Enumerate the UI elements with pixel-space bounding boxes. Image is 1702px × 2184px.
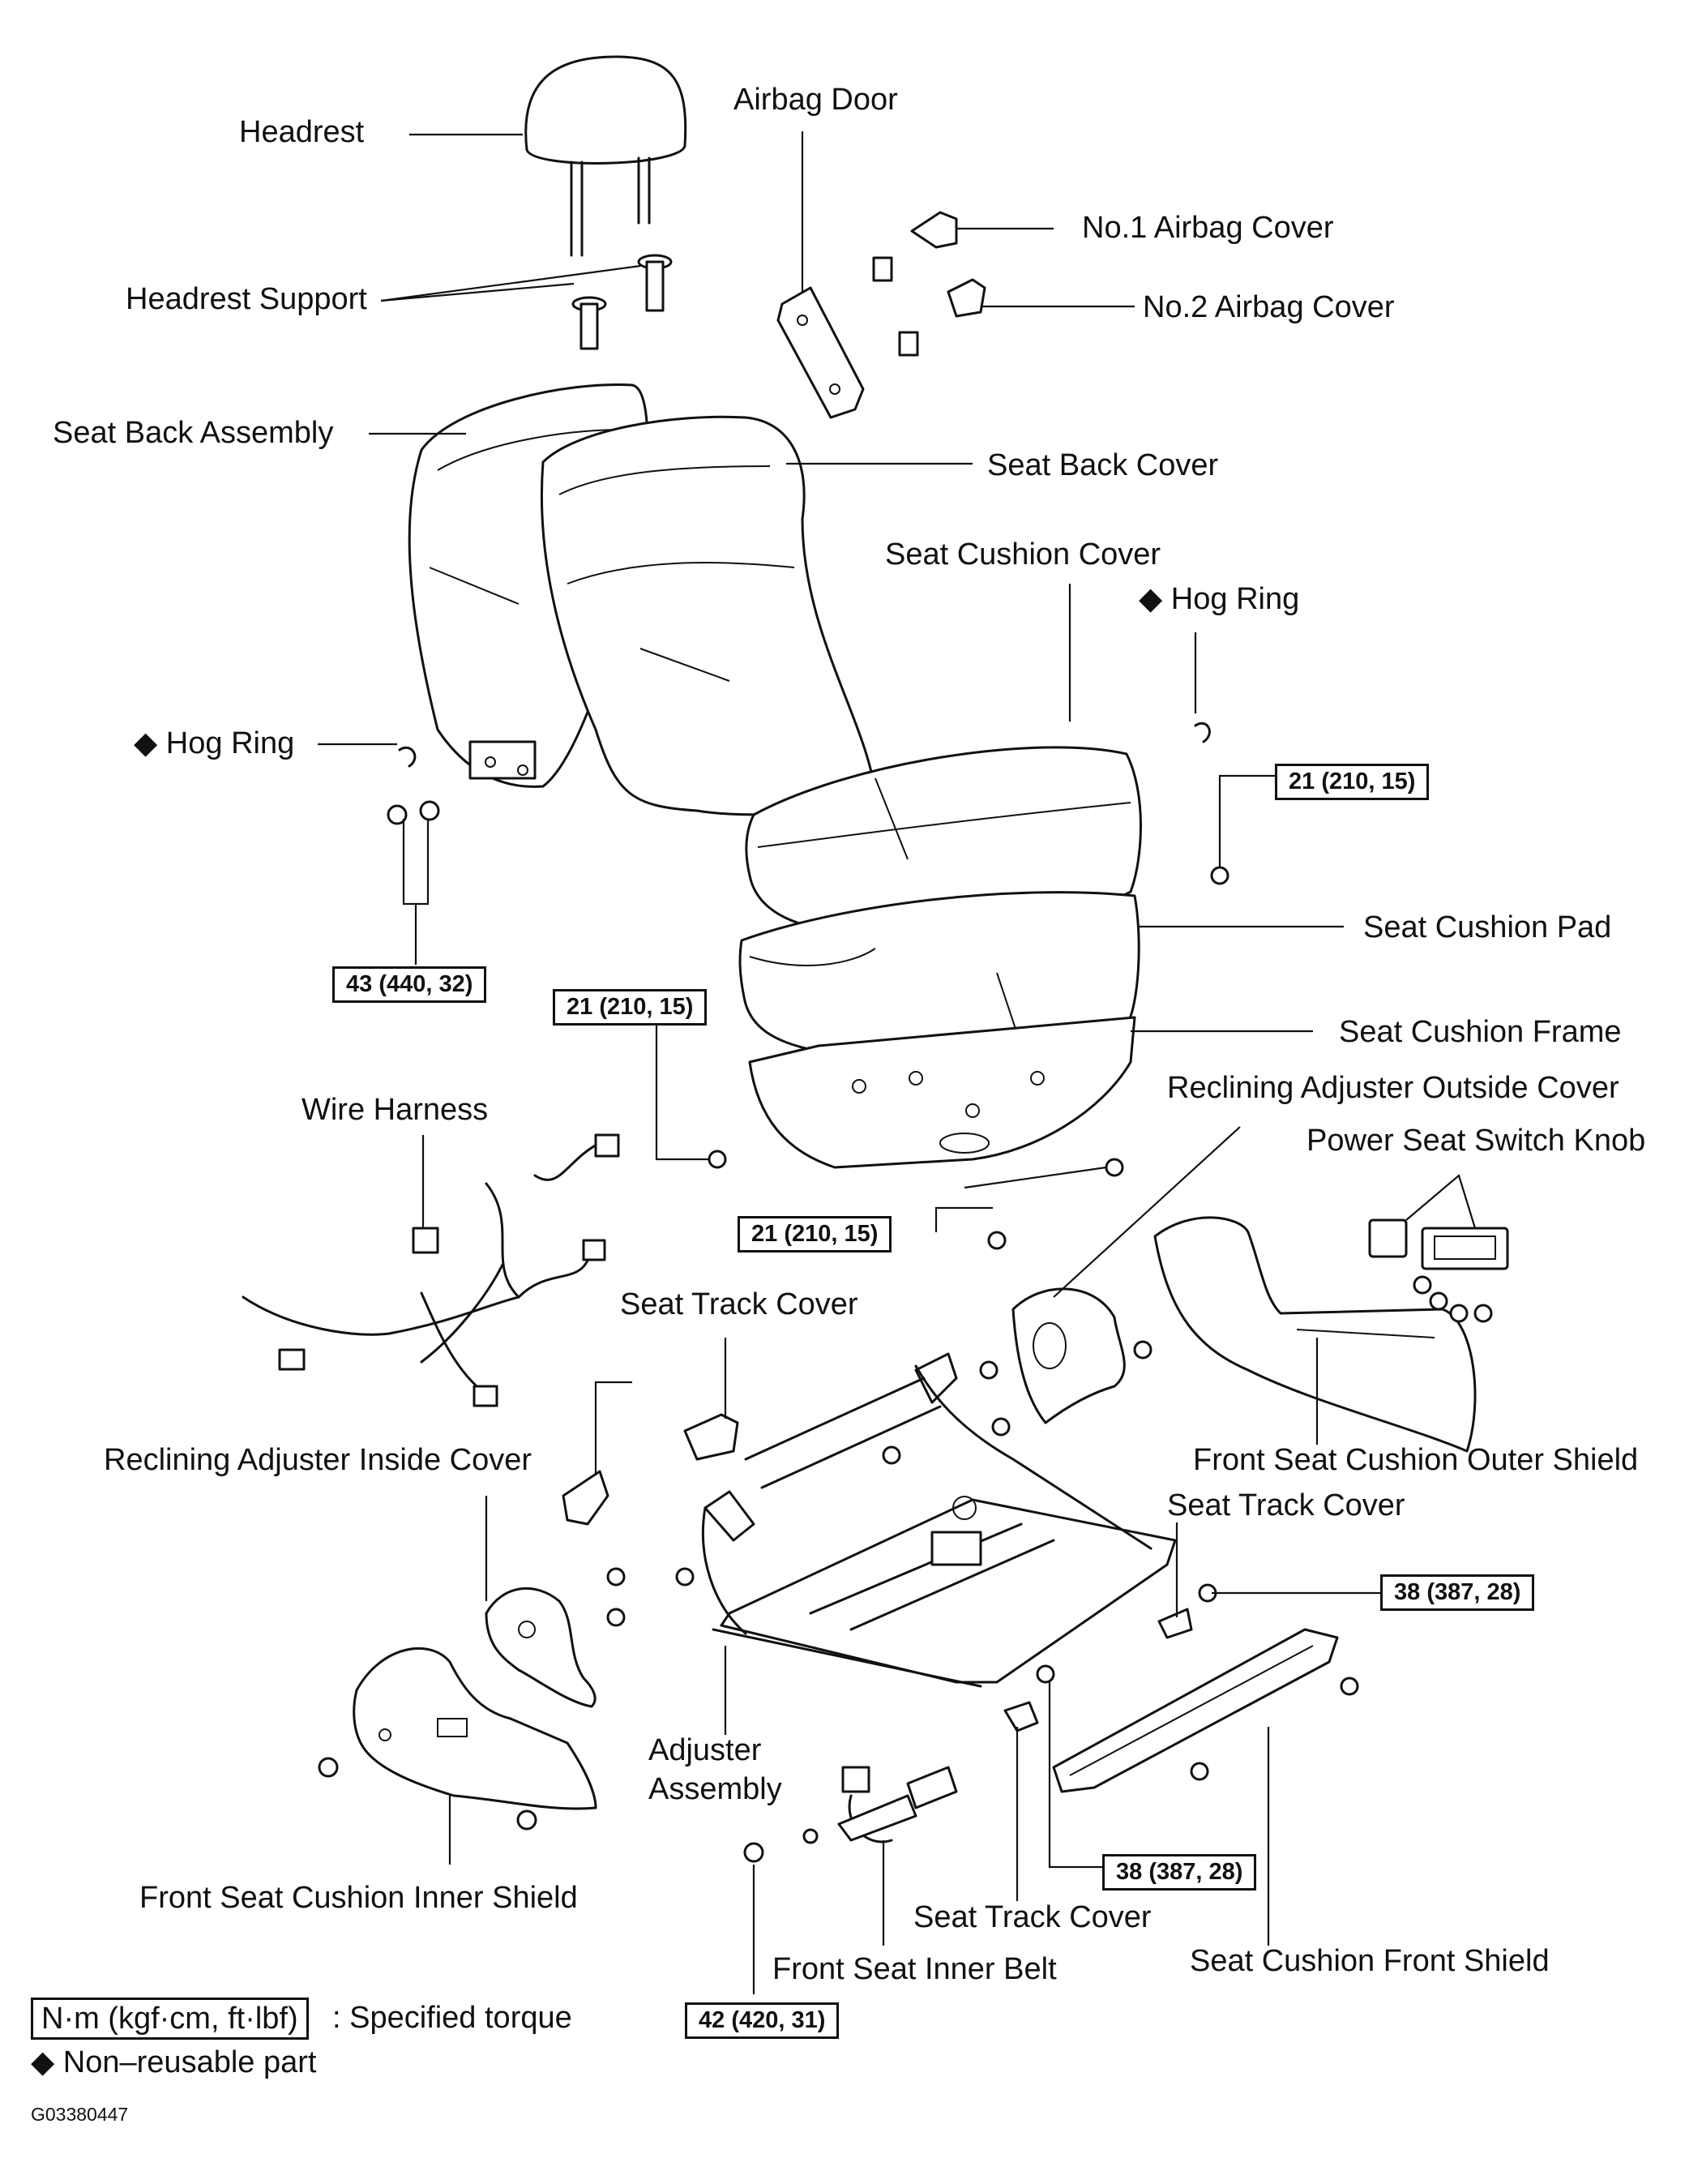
nonreusable-diamond-icon: ◆ (134, 726, 158, 760)
label-no2-airbag-cover: No.2 Airbag Cover (1143, 290, 1395, 324)
front-outer-shield-part (1153, 1216, 1477, 1453)
seat-back-cover-part (540, 415, 877, 816)
headrest-support-part (571, 254, 673, 350)
label-reclining-inside-cover: Reclining Adjuster Inside Cover (104, 1443, 532, 1477)
label-headrest-support: Headrest Support (126, 282, 367, 316)
label-reclining-outside-cover: Reclining Adjuster Outside Cover (1167, 1071, 1619, 1105)
label-front-inner-belt: Front Seat Inner Belt (772, 1952, 1057, 1986)
label-headrest: Headrest (239, 115, 365, 149)
reclining-outside-cover-part (1011, 1287, 1126, 1424)
hog-ring-parts (398, 722, 1211, 768)
label-seat-cushion-frame: Seat Cushion Frame (1339, 1015, 1622, 1049)
label-seat-cushion-pad: Seat Cushion Pad (1363, 910, 1612, 944)
label-seat-cushion-cover: Seat Cushion Cover (885, 537, 1161, 572)
label-seat-cushion-front-shield: Seat Cushion Front Shield (1190, 1944, 1550, 1978)
label-hog-ring-right: ◆ Hog Ring (1139, 582, 1300, 616)
label-seat-track-cover-right: Seat Track Cover (1167, 1488, 1405, 1522)
torque-21-low: 21 (210, 15) (738, 1216, 892, 1253)
label-seat-track-cover-top: Seat Track Cover (620, 1287, 858, 1321)
figure-code: G03380447 (31, 2104, 129, 2125)
label-seat-track-cover-bottom: Seat Track Cover (913, 1900, 1152, 1934)
power-seat-switch-knob-part (1368, 1218, 1509, 1270)
label-seat-back-assembly: Seat Back Assembly (53, 416, 334, 450)
airbag-door-part (776, 286, 865, 419)
label-airbag-door: Airbag Door (733, 83, 898, 117)
seat-track-cover-parts (562, 1413, 1193, 1732)
seat-cushion-front-shield-part (1052, 1628, 1339, 1793)
airbag-cover-parts (872, 211, 986, 357)
torque-42: 42 (420, 31) (685, 2002, 840, 2039)
torque-38-right: 38 (387, 28) (1380, 1574, 1535, 1611)
front-inner-shield-part (353, 1647, 597, 1810)
wire-harness-part (242, 1133, 620, 1407)
label-seat-back-cover: Seat Back Cover (987, 448, 1219, 482)
nonreusable-diamond-icon: ◆ (1139, 582, 1163, 616)
bolt-parts (318, 800, 1493, 1863)
headrest-part (524, 55, 687, 257)
torque-38-bottom: 38 (387, 28) (1102, 1854, 1257, 1891)
torque-21-top: 21 (210, 15) (1275, 764, 1430, 800)
label-power-seat-switch-knob: Power Seat Switch Knob (1306, 1124, 1646, 1158)
label-adjuster-assembly-2: Assembly (648, 1772, 782, 1806)
nonreusable-diamond-icon: ◆ (31, 2045, 55, 2079)
seat-cushion-frame-part (748, 1016, 1136, 1169)
label-front-outer-shield: Front Seat Cushion Outer Shield (1193, 1443, 1639, 1477)
label-hog-ring-left: ◆ Hog Ring (134, 726, 295, 760)
reclining-inside-cover-part (485, 1587, 597, 1708)
adjuster-assembly-part (702, 1352, 1177, 1688)
leader-lines (318, 131, 1477, 1994)
label-adjuster-assembly-1: Adjuster (648, 1733, 762, 1767)
label-no1-airbag-cover: No.1 Airbag Cover (1082, 211, 1334, 245)
label-wire-harness: Wire Harness (301, 1093, 489, 1127)
legend-torque-text: : Specified torque (332, 2001, 572, 2035)
torque-21-mid: 21 (210, 15) (553, 989, 708, 1026)
legend-nonreusable: ◆ Non–reusable part (31, 2045, 317, 2079)
torque-43: 43 (440, 32) (332, 966, 487, 1003)
front-seat-inner-belt-part (837, 1766, 958, 1844)
legend-torque-unit-box: N·m (kgf·cm, ft·lbf) (31, 1998, 309, 2040)
label-front-inner-shield: Front Seat Cushion Inner Shield (139, 1881, 578, 1915)
